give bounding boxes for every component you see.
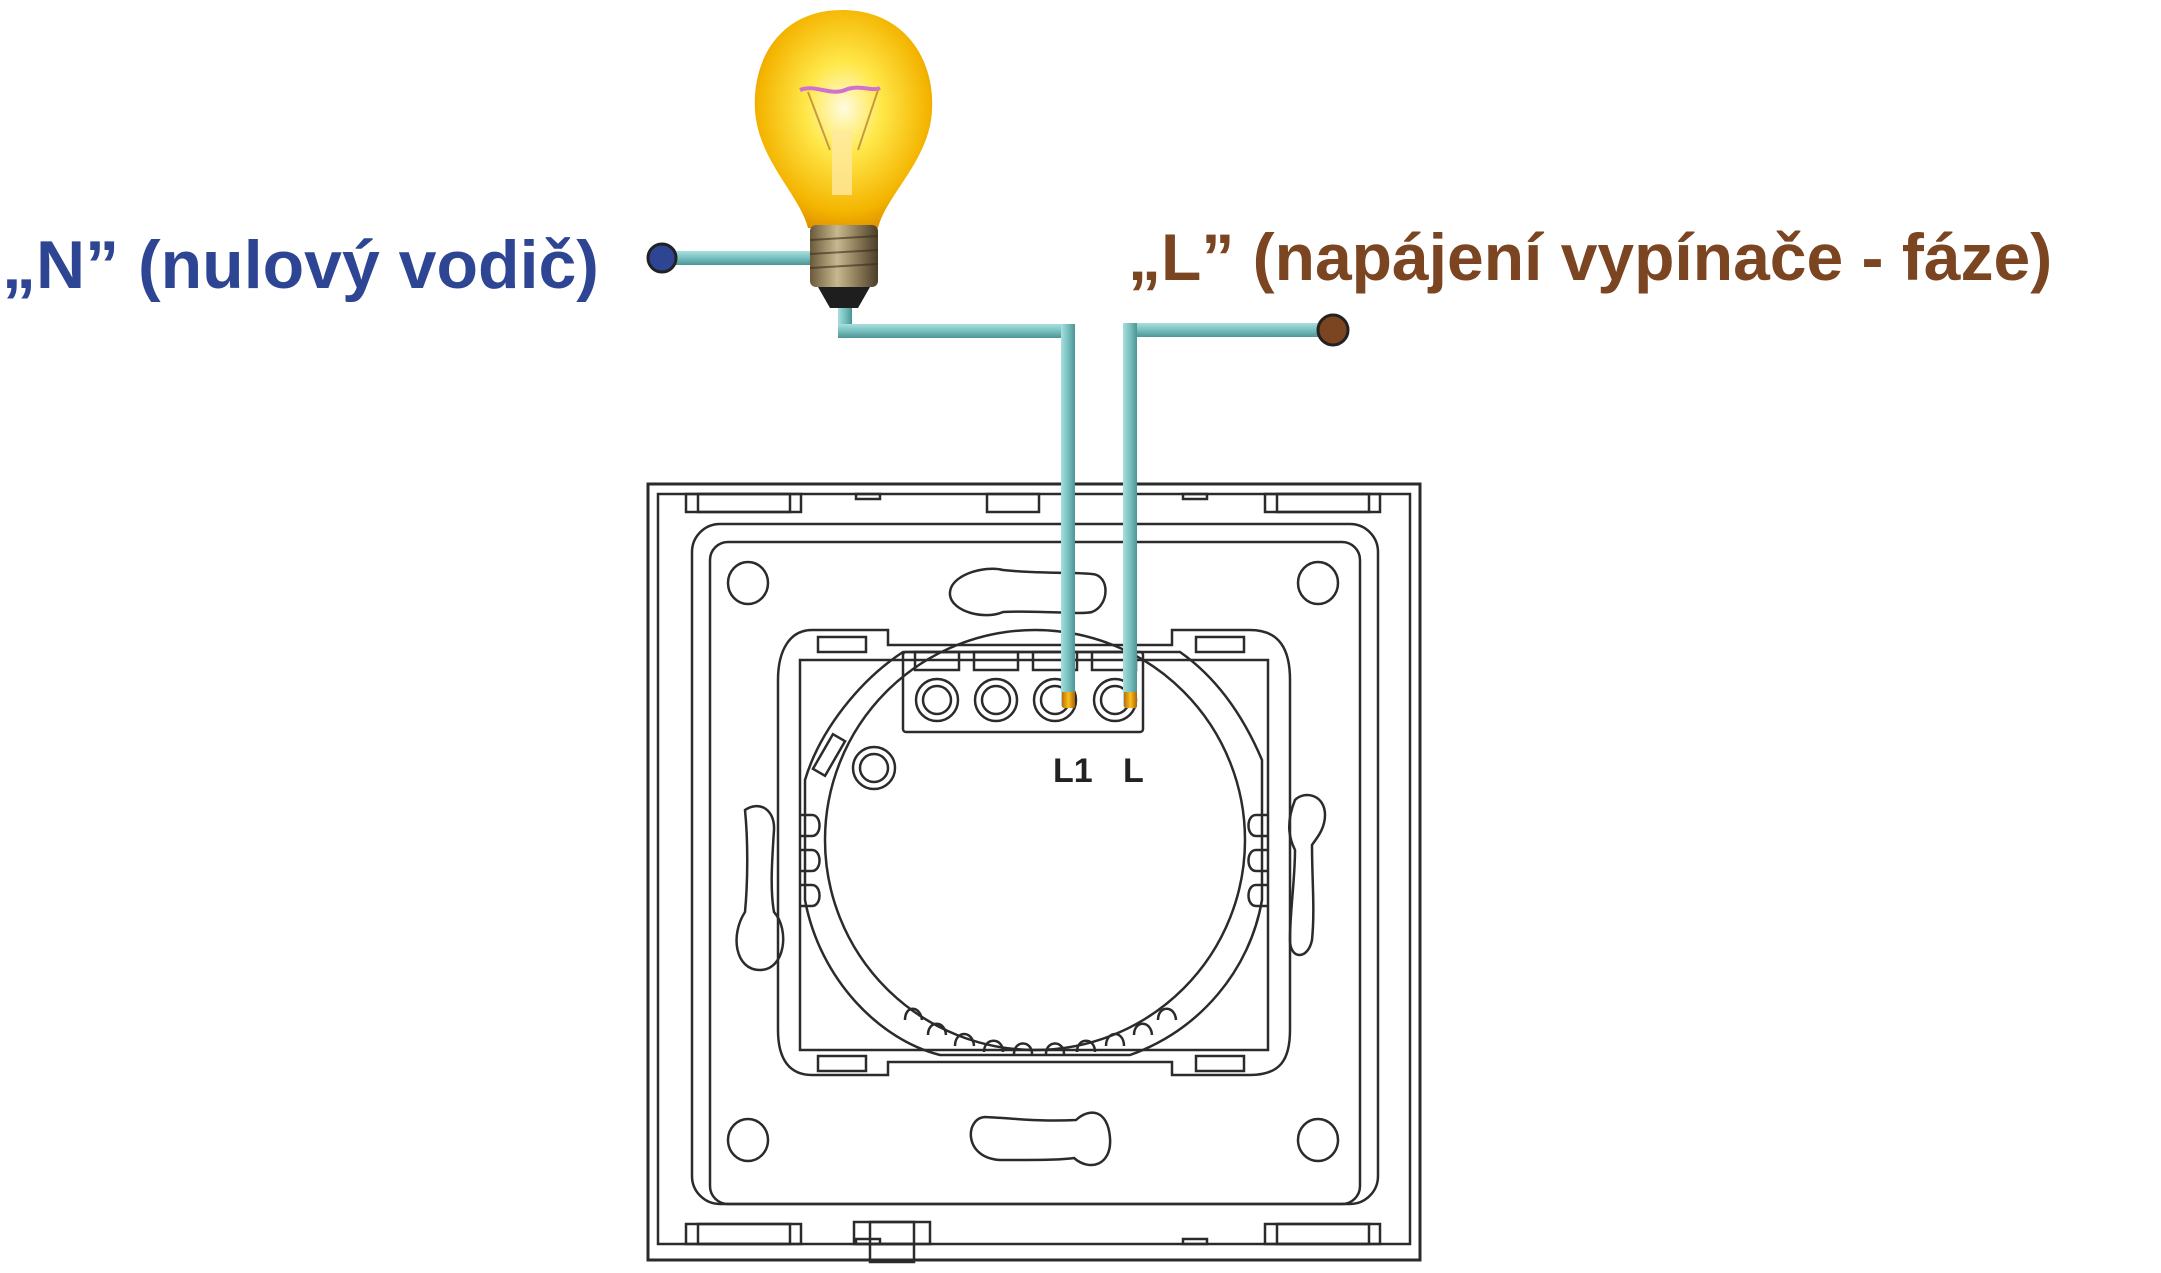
light-bulb-icon xyxy=(754,10,933,308)
wire-tip-l xyxy=(1124,690,1137,708)
terminal-block xyxy=(901,650,1145,734)
terminal-label-l1: L1 xyxy=(1053,752,1093,790)
neutral-label: „N” (nulový vodič) xyxy=(2,227,599,303)
line-wire xyxy=(1123,323,1333,706)
neutral-terminal-dot xyxy=(646,242,678,274)
terminal-label-l: L xyxy=(1123,752,1144,790)
line-label: „L” (napájení vypínače - fáze) xyxy=(1128,220,2052,294)
switch-back-plate xyxy=(646,482,1422,1264)
wire-tip-l1 xyxy=(1062,690,1075,708)
terminal-screw-2 xyxy=(973,677,1019,723)
neutral-wire xyxy=(662,251,812,265)
terminal-screw-1 xyxy=(914,677,960,723)
line-terminal-dot xyxy=(1316,313,1350,347)
